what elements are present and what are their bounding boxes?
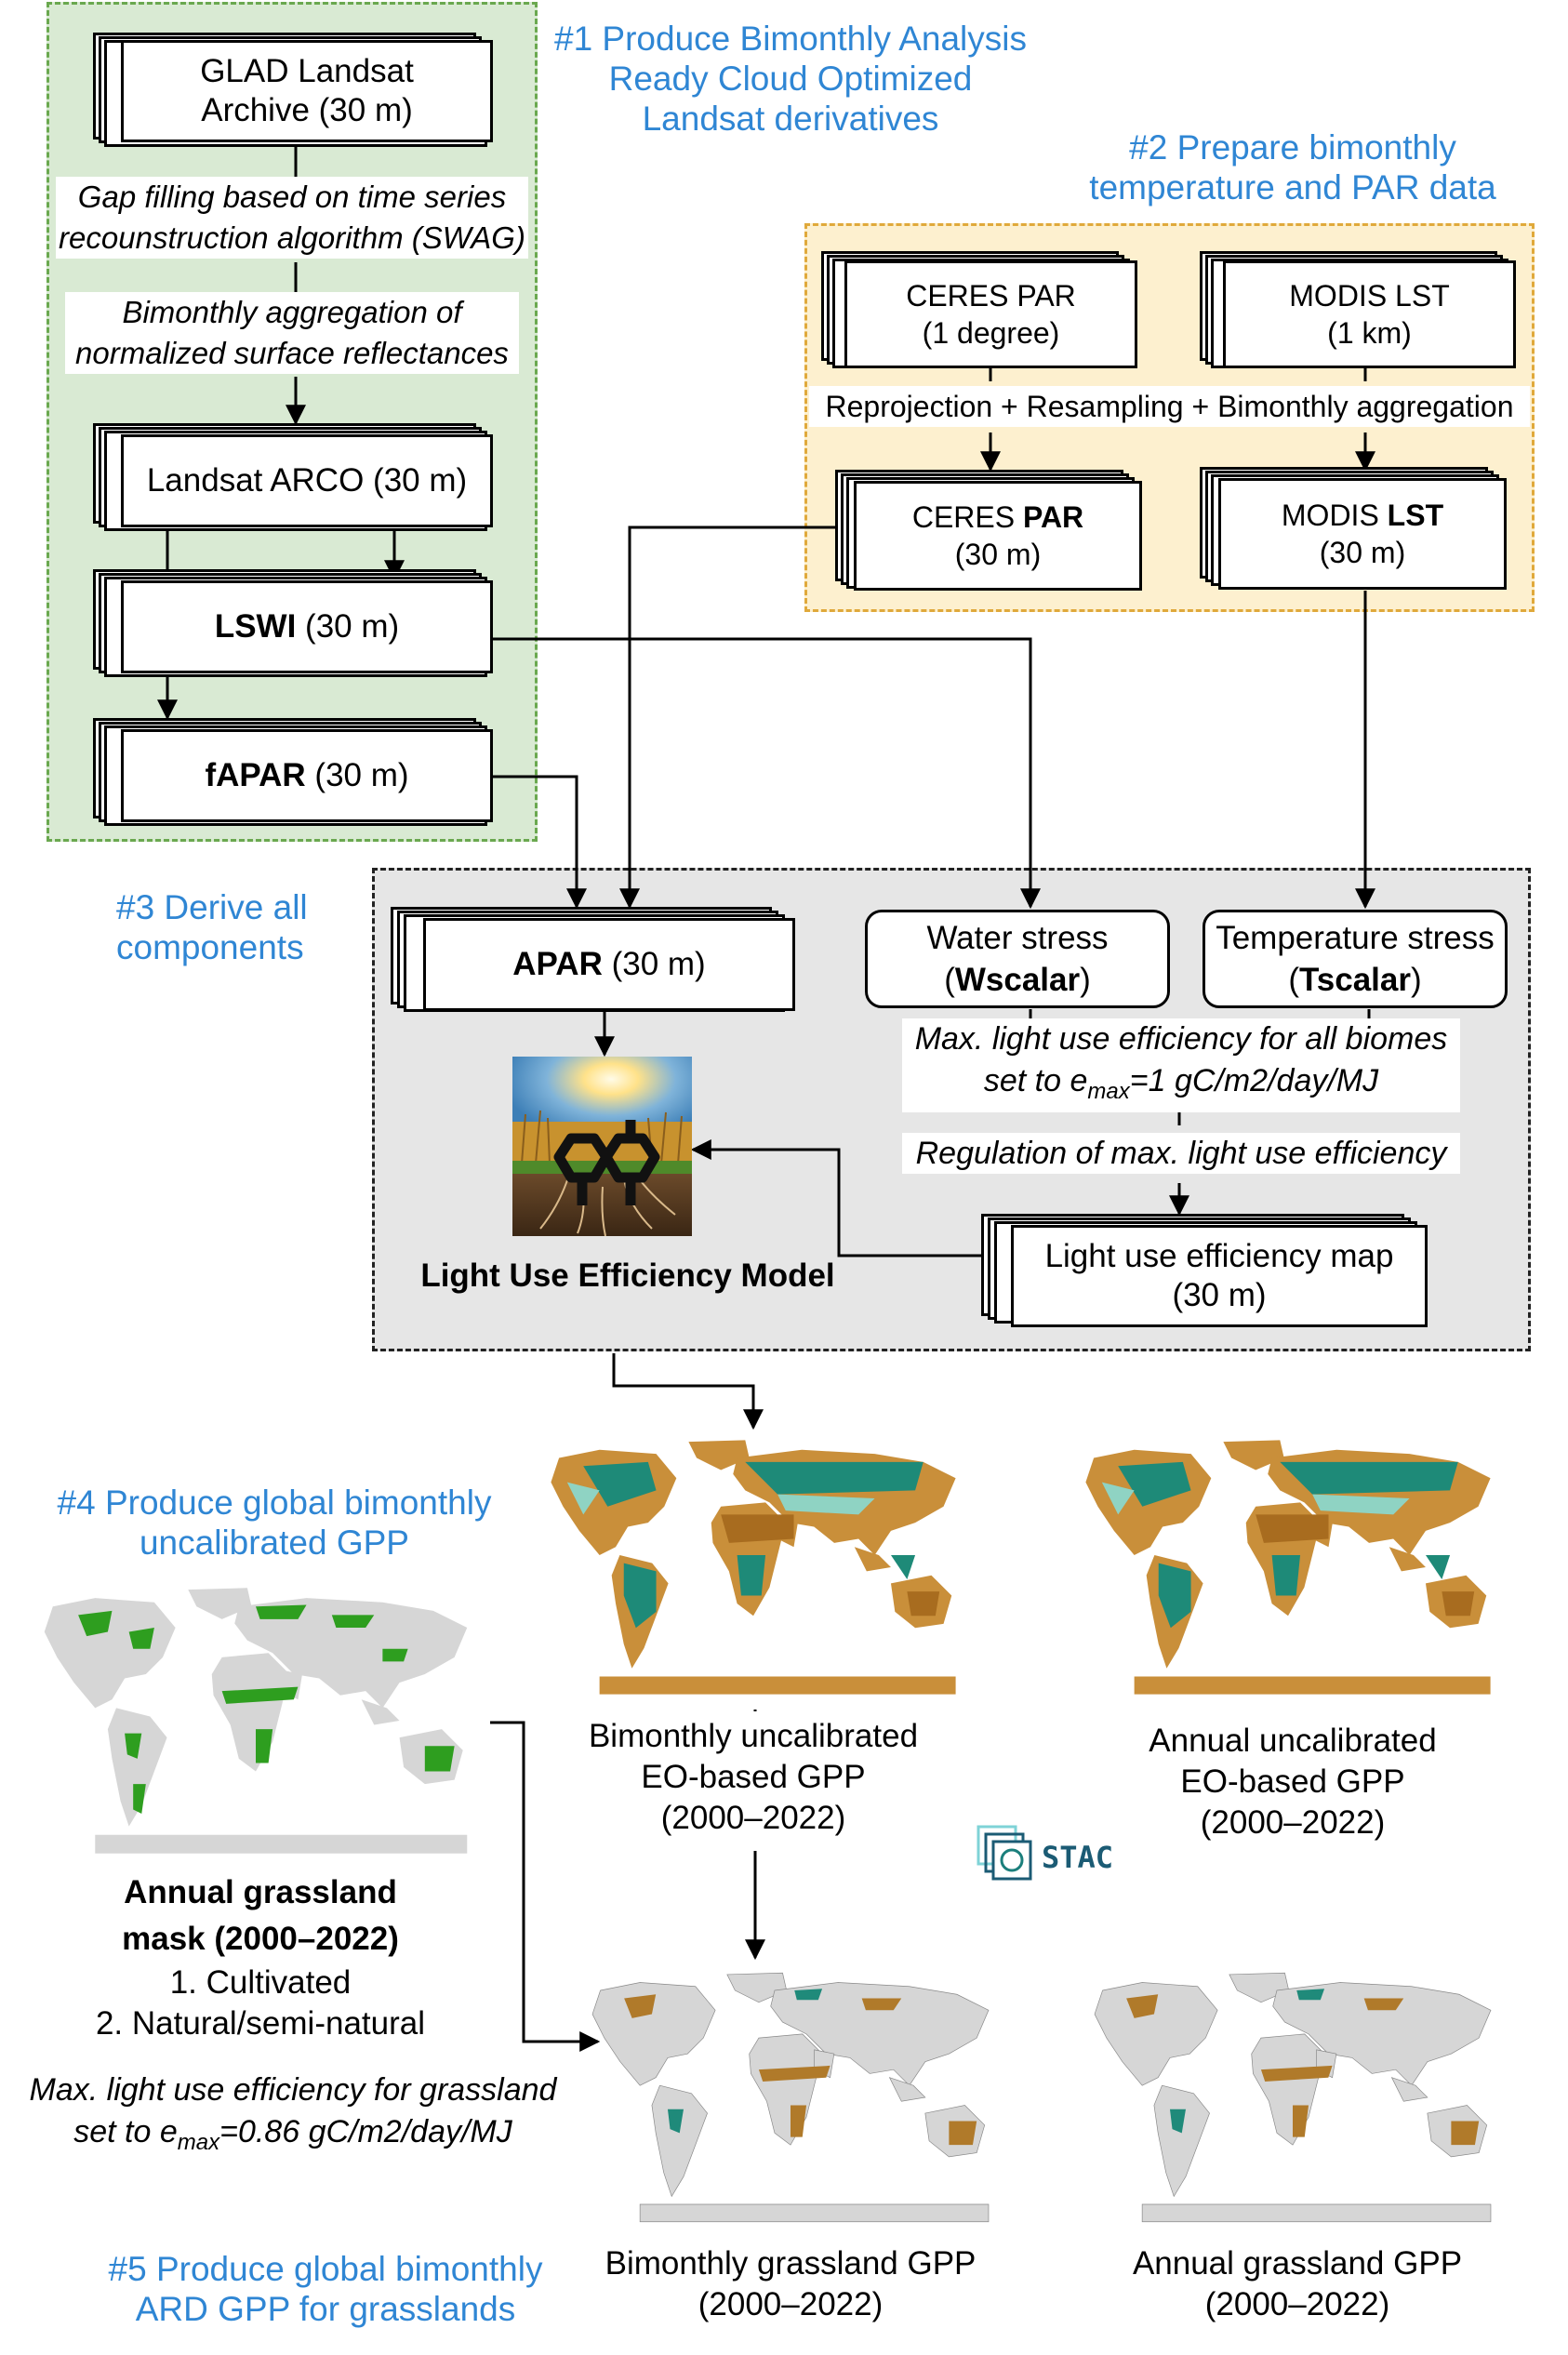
- glad-line1: GLAD Landsat: [200, 53, 414, 89]
- modis-in-line2: (1 km): [1327, 316, 1412, 350]
- gapfill-note: Gap filling based on time series recouns…: [56, 177, 528, 259]
- ceres-out-plain: CERES: [911, 500, 1023, 534]
- mask-caption: Annual grassland mask (2000–2022) 1. Cul…: [37, 1869, 484, 2044]
- map4-line2: (2000–2022): [1204, 2286, 1390, 2322]
- map-annual-grassland: [1094, 1972, 1492, 2223]
- glad-line2: Archive (30 m): [201, 92, 413, 128]
- emax-all-line1: Max. light use efficiency for all biomes: [914, 1021, 1448, 1057]
- emax-all-post: =1 gC/m2/day/MJ: [1129, 1063, 1379, 1098]
- emax-all-note: Max. light use efficiency for all biomes…: [902, 1018, 1460, 1112]
- map-annual-uncalibrated: [1085, 1440, 1491, 1695]
- apar-rest: (30 m): [602, 946, 706, 982]
- gapfill-line1: Gap filling based on time series: [77, 180, 507, 214]
- stac-logo: STAC: [975, 1823, 1133, 1888]
- map2-line3: (2000–2022): [1200, 1804, 1386, 1841]
- map2-caption: Annual uncalibrated EO-based GPP (2000–2…: [1097, 1721, 1488, 1843]
- arco-label: Landsat ARCO (30 m): [146, 462, 468, 499]
- mask-line2: mask (2000–2022): [122, 1921, 399, 1957]
- fapar-bold: fAPAR: [205, 757, 306, 793]
- section4-title: #4 Produce global bimonthly uncalibrated…: [57, 1484, 492, 1562]
- temp-close: ): [1411, 962, 1422, 998]
- apar-box: APAR (30 m): [391, 907, 795, 1014]
- lue-model-label: Light Use Efficiency Model: [420, 1257, 835, 1294]
- map3-line1: Bimonthly grassland GPP: [605, 2245, 977, 2282]
- temp-line1: Temperature stress: [1216, 920, 1495, 956]
- ceres-out-line2: (30 m): [954, 538, 1042, 571]
- lue-map-box: Light use efficiency map (30 m): [981, 1214, 1428, 1327]
- section5-title: #5 Produce global bimonthly ARD GPP for …: [108, 2250, 543, 2328]
- ceres-in-line1: CERES PAR: [906, 279, 1076, 313]
- modis-out-bold: LST: [1387, 499, 1444, 532]
- aggregation-line1: Bimonthly aggregation of: [122, 295, 462, 329]
- lswi-box: LSWI (30 m): [93, 569, 493, 677]
- map4-line1: Annual grassland GPP: [1132, 2245, 1463, 2282]
- ceres-in-line2: (1 degree): [922, 316, 1060, 350]
- water-open: (: [944, 962, 955, 998]
- mask-item1: 1. Cultivated: [169, 1964, 352, 2001]
- map3-caption: Bimonthly grassland GPP (2000–2022): [563, 2243, 1018, 2325]
- lue-map-line2: (30 m): [1172, 1277, 1267, 1313]
- reprojection-note: Reprojection + Resampling + Bimonthly ag…: [809, 386, 1530, 427]
- section2-title: #2 Prepare bimonthly temperature and PAR…: [1089, 128, 1496, 206]
- map2-line1: Annual uncalibrated: [1149, 1723, 1437, 1759]
- emax-grass-note: Max. light use efficiency for grassland …: [0, 2069, 586, 2163]
- modis-lst-output-box: MODIS LST (30 m): [1200, 467, 1507, 591]
- section1-title: #1 Produce Bimonthly Analysis Ready Clou…: [554, 20, 1027, 138]
- glad-archive-box: GLAD Landsat Archive (30 m): [93, 33, 493, 147]
- emax-all-pre: set to e: [983, 1063, 1088, 1098]
- temp-open: (: [1288, 962, 1299, 998]
- modis-out-plain: MODIS: [1281, 499, 1388, 532]
- section3-title: #3 Derive all components: [116, 888, 308, 966]
- water-close: ): [1080, 962, 1091, 998]
- emax-all-sub: max: [1087, 1078, 1130, 1104]
- mask-item2: 2. Natural/semi-natural: [95, 2005, 426, 2042]
- water-stress-box: Water stress (Wscalar): [865, 910, 1170, 1008]
- lswi-rest: (30 m): [296, 608, 400, 645]
- stac-icon: [977, 1825, 1032, 1881]
- lswi-bold: LSWI: [214, 608, 297, 645]
- temperature-stress-box: Temperature stress (Tscalar): [1203, 910, 1508, 1008]
- map1-line3: (2000–2022): [660, 1800, 846, 1836]
- stac-label: STAC: [1042, 1840, 1114, 1875]
- emax-grass-line1: Max. light use efficiency for grassland: [29, 2072, 557, 2108]
- landsat-arco-box: Landsat ARCO (30 m): [93, 423, 493, 531]
- lue-map-line1: Light use efficiency map: [1044, 1238, 1394, 1274]
- emax-grass-sub: max: [177, 2129, 220, 2155]
- gapfill-line2: recounstruction algorithm (SWAG): [59, 220, 525, 255]
- ceres-par-output-box: CERES PAR (30 m): [835, 470, 1142, 591]
- map3-line2: (2000–2022): [698, 2286, 884, 2322]
- modis-in-line1: MODIS LST: [1289, 279, 1450, 313]
- modis-out-line2: (30 m): [1319, 536, 1406, 569]
- modis-lst-input-box: MODIS LST (1 km): [1200, 251, 1516, 370]
- water-line1: Water stress: [926, 920, 1109, 956]
- map-bimonthly-uncalibrated: [551, 1440, 956, 1695]
- map2-line2: EO-based GPP: [1180, 1763, 1405, 1800]
- fapar-box: fAPAR (30 m): [93, 718, 493, 826]
- ceres-out-bold: PAR: [1022, 500, 1084, 534]
- aggregation-line2: normalized surface reflectances: [75, 336, 509, 370]
- map1-line1: Bimonthly uncalibrated: [588, 1718, 919, 1754]
- map1-caption: Bimonthly uncalibrated EO-based GPP (200…: [530, 1716, 977, 1839]
- ceres-par-input-box: CERES PAR (1 degree): [821, 251, 1137, 370]
- emax-grass-post: =0.86 gC/m2/day/MJ: [219, 2114, 512, 2149]
- emax-grass-pre: set to e: [73, 2114, 178, 2149]
- lue-model-image: [512, 1057, 692, 1236]
- fapar-rest: (30 m): [305, 757, 409, 793]
- map4-caption: Annual grassland GPP (2000–2022): [1102, 2243, 1493, 2325]
- mask-line1: Annual grassland: [124, 1874, 397, 1910]
- map-bimonthly-grassland: [591, 1972, 990, 2223]
- water-bold: Wscalar: [954, 962, 1081, 998]
- map-grassland-mask: [44, 1588, 468, 1854]
- aggregation-note: Bimonthly aggregation of normalized surf…: [65, 292, 519, 374]
- apar-bold: APAR: [512, 946, 603, 982]
- map1-line2: EO-based GPP: [641, 1759, 866, 1795]
- temp-bold: Tscalar: [1299, 962, 1411, 998]
- regulation-note: Regulation of max. light use efficiency: [902, 1133, 1460, 1174]
